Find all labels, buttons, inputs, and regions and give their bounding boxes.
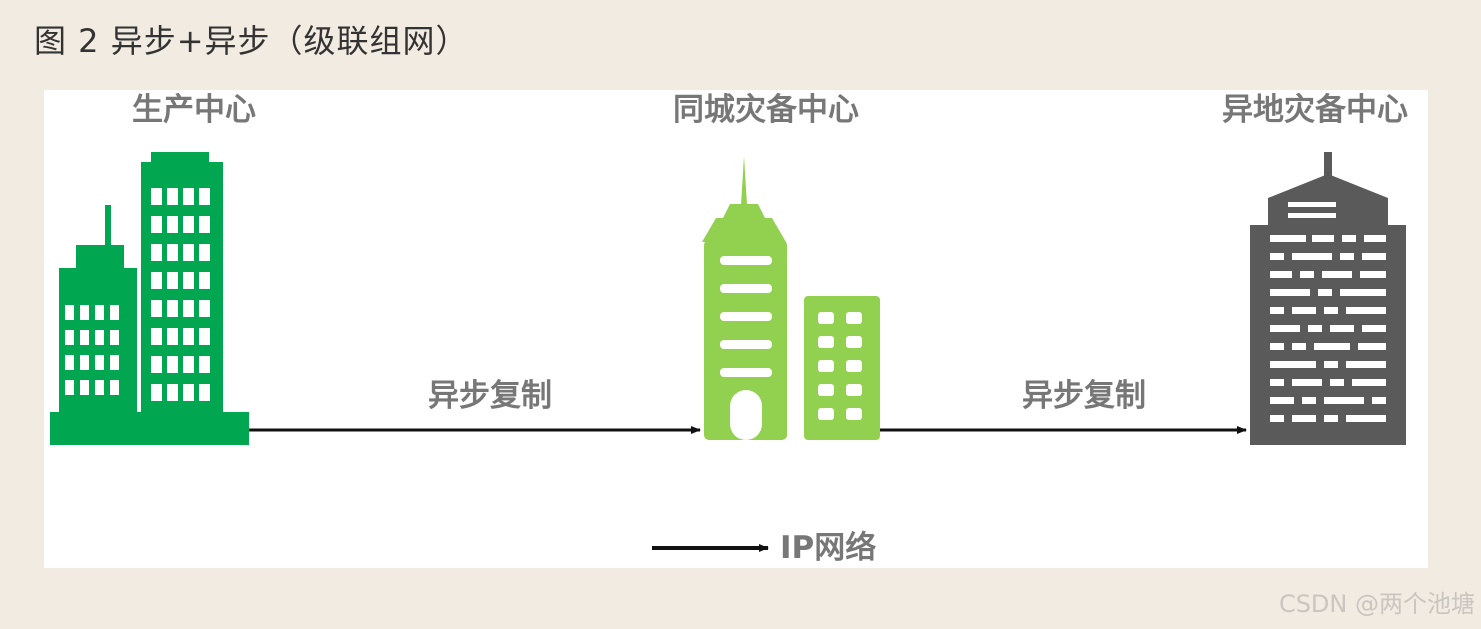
production-center-label: 生产中心 xyxy=(132,92,256,128)
async-replication-label-right: 异步复制 xyxy=(1022,378,1146,414)
topology-diagram: 生产中心 同城灾备中心 异地灾备中心 xyxy=(44,90,1428,568)
legend: IP网络 xyxy=(652,530,876,566)
same-city-center-label: 同城灾备中心 xyxy=(673,92,859,128)
same-city-center-building-icon xyxy=(702,156,880,440)
async-replication-label-left: 异步复制 xyxy=(428,378,552,414)
figure-title: 图 2 异步+异步（级联组网） xyxy=(34,16,469,62)
remote-center-label: 异地灾备中心 xyxy=(1222,92,1408,128)
remote-center-building-icon xyxy=(1250,152,1406,445)
legend-label: IP网络 xyxy=(780,530,876,566)
watermark: CSDN @两个池塘 xyxy=(1279,584,1475,619)
production-center-building-icon xyxy=(50,152,249,445)
